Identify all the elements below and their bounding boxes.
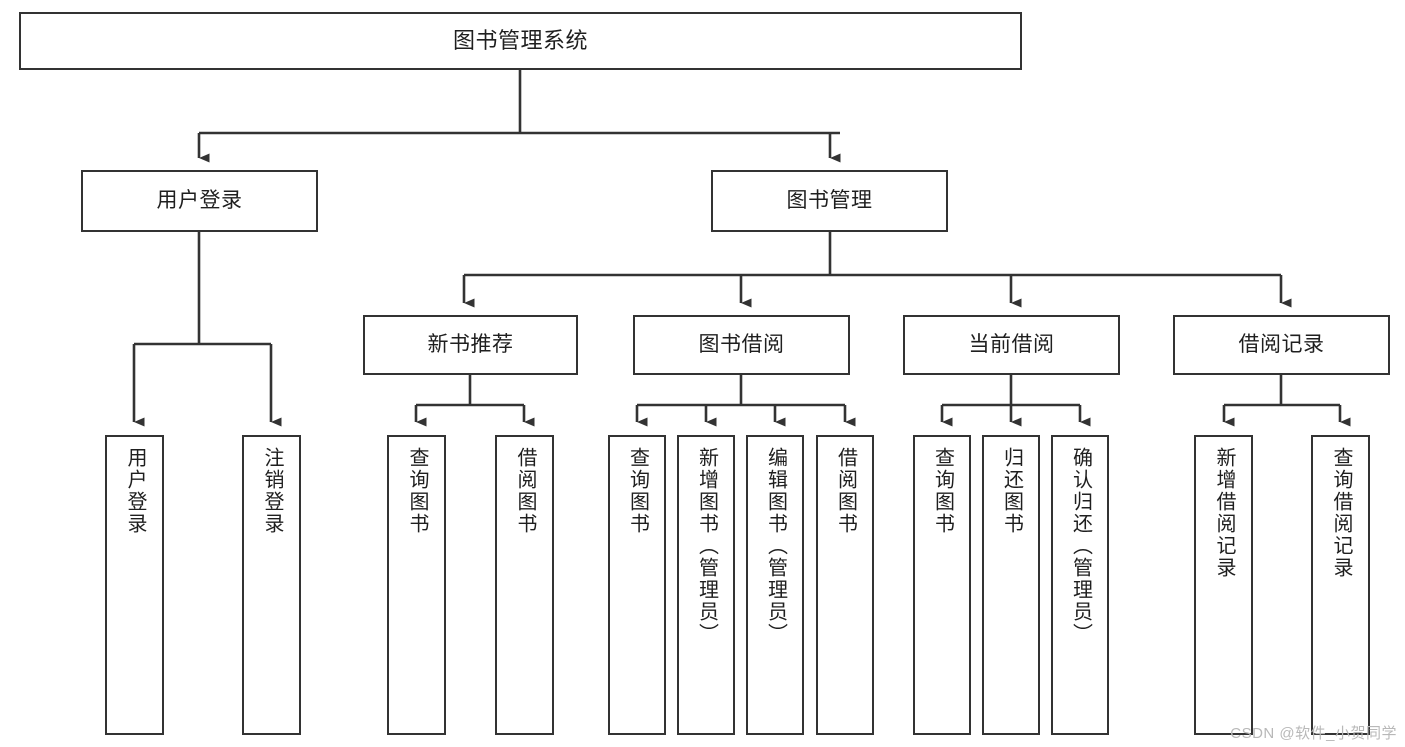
node-label: 归还图书 (1000, 447, 1023, 535)
node-label: 新书推荐 (427, 332, 514, 356)
node-label: 借阅图书 (834, 447, 857, 535)
leaf-edit-book-admin[interactable]: 编辑图书（管理员） (746, 435, 804, 735)
leaf-query-books-recommendation[interactable]: 查询图书 (387, 435, 446, 735)
csdn-watermark: CSDN @软件_小贺同学 (1230, 725, 1397, 742)
node-label: 新增借阅记录 (1213, 447, 1235, 579)
node-label: 用户登录 (124, 447, 146, 535)
node-label: 图书借阅 (698, 332, 785, 356)
node-label: 图书管理系统 (452, 28, 588, 54)
node-label: 借阅记录 (1238, 332, 1325, 356)
leaf-add-borrowing-record[interactable]: 新增借阅记录 (1194, 435, 1253, 735)
node-label: 查询图书 (626, 447, 649, 535)
node-label: 用户登录 (156, 188, 243, 212)
node-label: 注销登录 (261, 447, 283, 535)
node-label: 确认归还（管理员） (1069, 447, 1092, 645)
node-borrowing-records[interactable]: 借阅记录 (1173, 315, 1390, 375)
node-current-borrowing[interactable]: 当前借阅 (903, 315, 1120, 375)
leaf-return-books[interactable]: 归还图书 (982, 435, 1040, 735)
leaf-query-books-borrowing[interactable]: 查询图书 (608, 435, 666, 735)
leaf-logout[interactable]: 注销登录 (242, 435, 301, 735)
node-label: 查询借阅记录 (1330, 447, 1352, 579)
leaf-user-login[interactable]: 用户登录 (105, 435, 164, 735)
node-label: 查询图书 (406, 447, 428, 535)
node-new-book-recommendation[interactable]: 新书推荐 (363, 315, 578, 375)
node-label: 图书管理 (786, 188, 873, 212)
node-book-management[interactable]: 图书管理 (711, 170, 948, 232)
node-label: 编辑图书（管理员） (764, 447, 787, 645)
node-root-book-management-system[interactable]: 图书管理系统 (19, 12, 1022, 70)
leaf-confirm-return-admin[interactable]: 确认归还（管理员） (1051, 435, 1109, 735)
node-book-borrowing[interactable]: 图书借阅 (633, 315, 850, 375)
leaf-borrow-books[interactable]: 借阅图书 (816, 435, 874, 735)
node-label: 查询图书 (931, 447, 954, 535)
node-user-login[interactable]: 用户登录 (81, 170, 318, 232)
leaf-query-books-current[interactable]: 查询图书 (913, 435, 971, 735)
leaf-query-borrowing-record[interactable]: 查询借阅记录 (1311, 435, 1370, 735)
node-label: 新增图书（管理员） (695, 447, 718, 645)
node-label: 借阅图书 (514, 447, 536, 535)
leaf-borrow-books-recommendation[interactable]: 借阅图书 (495, 435, 554, 735)
leaf-add-book-admin[interactable]: 新增图书（管理员） (677, 435, 735, 735)
node-label: 当前借阅 (968, 332, 1055, 356)
